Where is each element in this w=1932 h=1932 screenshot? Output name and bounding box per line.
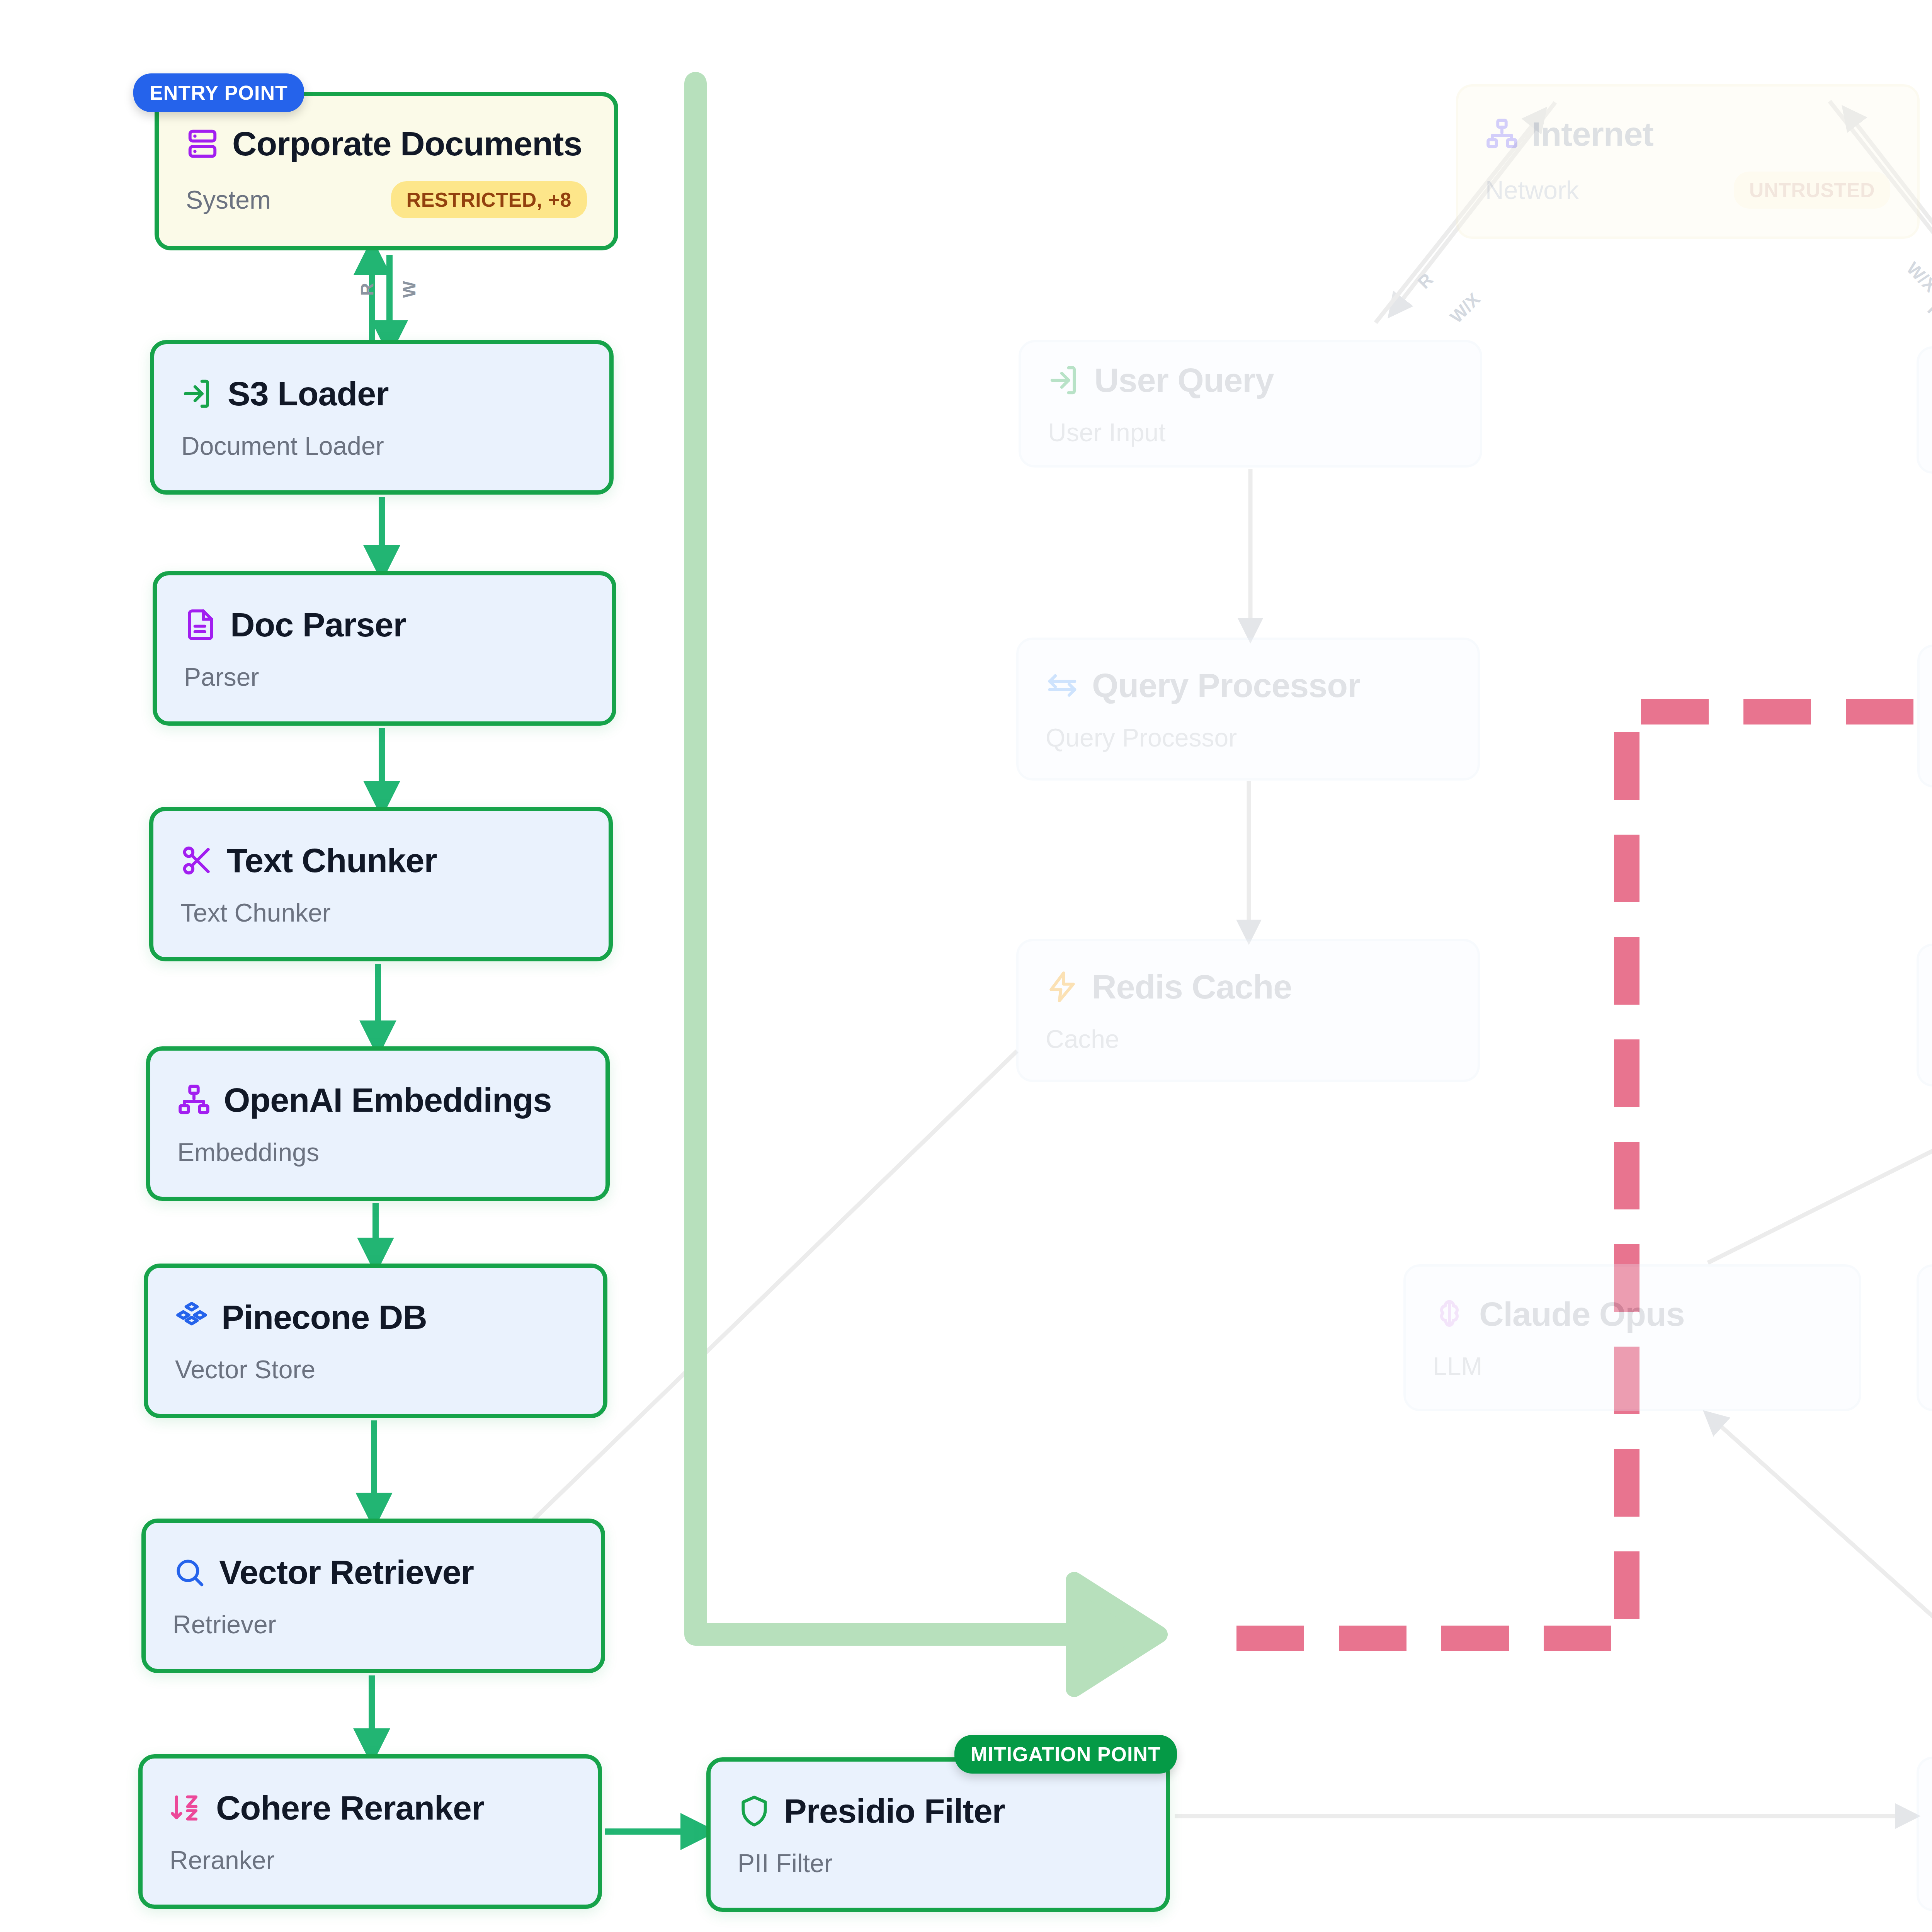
node-user-query[interactable]: User QueryUser Input	[1019, 340, 1482, 468]
node-compliance-logger[interactable]: Compliance LoggerAudit Logger	[1917, 645, 1932, 787]
node-corporate-documents[interactable]: Corporate DocumentsSystem RESTRICTED, +8	[155, 92, 618, 250]
node-header: Corporate Documents	[186, 124, 587, 163]
edge-label-net-right-r: R	[1923, 299, 1932, 323]
brain-icon	[1433, 1298, 1466, 1331]
edge-router-claude	[1712, 1418, 1932, 1754]
node-subtitle: Parser	[184, 662, 585, 692]
node-header: OpenAI Embeddings	[177, 1080, 578, 1120]
node-title: Pinecone DB	[221, 1298, 427, 1337]
node-internet[interactable]: InternetNetwork UNTRUSTED	[1456, 84, 1920, 239]
node-presidio-filter[interactable]: Presidio FilterPII Filter	[706, 1757, 1170, 1912]
flow-green-arrowhead	[1074, 1580, 1159, 1689]
node-subrow: System RESTRICTED, +8	[186, 181, 587, 218]
node-vector-retriever[interactable]: Vector RetrieverRetriever	[141, 1519, 605, 1673]
node-header: Vector Retriever	[173, 1553, 574, 1592]
scissors-icon	[180, 844, 214, 877]
node-subtitle: Retriever	[173, 1610, 574, 1639]
node-subrow: Network UNTRUSTED	[1485, 172, 1890, 209]
badge-mitigation-point: MITIGATION POINT	[954, 1735, 1177, 1774]
node-openai-embeddings[interactable]: OpenAI EmbeddingsEmbeddings	[146, 1046, 610, 1201]
network-icon	[1485, 117, 1519, 151]
database-icon	[186, 127, 219, 160]
node-subtitle: User Input	[1048, 418, 1453, 447]
log-in-icon	[181, 377, 214, 410]
node-header: Query Processor	[1046, 666, 1451, 705]
node-redis-cache[interactable]: Redis CacheCache	[1016, 939, 1480, 1082]
node-header: Presidio Filter	[738, 1791, 1139, 1831]
network-icon	[177, 1083, 211, 1117]
node-title: Text Chunker	[227, 841, 437, 880]
node-subtitle: Document Loader	[181, 431, 582, 461]
file-text-icon	[184, 608, 217, 641]
node-pinecone-db[interactable]: Pinecone DB Vector Store	[144, 1264, 607, 1418]
flow-highlight-green	[696, 83, 1078, 1634]
edge-label-net-right-wx: W/X	[1903, 258, 1932, 296]
shuffle-icon	[1046, 669, 1079, 702]
node-subtitle: PII Filter	[738, 1849, 1139, 1878]
node-output-validator[interactable]: Output ValidatorValidator	[1917, 944, 1932, 1087]
node-header: Internet	[1485, 114, 1890, 154]
boxes-icon	[175, 1301, 208, 1334]
flow-green-path	[696, 83, 1078, 1634]
zap-icon	[1046, 970, 1079, 1003]
node-subtitle: Text Chunker	[180, 898, 582, 927]
node-header: Claude Opus	[1433, 1294, 1832, 1334]
badge-entry-point: ENTRY POINT	[133, 73, 304, 112]
node-title: Presidio Filter	[784, 1791, 1005, 1831]
node-gpt-4[interactable]: GPT-4LLM	[1917, 1264, 1932, 1411]
edge-label-net-left-r: R	[1413, 269, 1437, 293]
node-title: Query Processor	[1092, 666, 1360, 705]
status-badge: RESTRICTED, +8	[391, 181, 587, 218]
node-header: User Query	[1048, 361, 1453, 400]
node-subtitle: Embeddings	[177, 1138, 578, 1167]
node-claude-opus[interactable]: Claude OpusLLM	[1403, 1264, 1861, 1411]
edge-label-net-left-wx: W/X	[1446, 289, 1485, 327]
node-header: Pinecone DB	[175, 1298, 576, 1337]
node-text-chunker[interactable]: Text ChunkerText Chunker	[149, 807, 613, 961]
node-header: Redis Cache	[1046, 967, 1451, 1007]
node-subtitle: LLM	[1433, 1352, 1832, 1381]
node-title: Vector Retriever	[219, 1553, 474, 1592]
threat-path-pink	[1236, 712, 1932, 1638]
node-header: S3 Loader	[181, 374, 582, 413]
node-title: OpenAI Embeddings	[224, 1080, 551, 1120]
node-rest-api-output[interactable]: Rest API OutputAPI Output	[1917, 346, 1932, 474]
node-title: S3 Loader	[228, 374, 388, 413]
status-badge: UNTRUSTED	[1734, 172, 1890, 209]
log-in-icon	[1048, 364, 1081, 397]
node-header: Cohere Reranker	[170, 1788, 571, 1828]
search-icon	[173, 1556, 206, 1589]
node-subtitle: Reranker	[170, 1845, 571, 1875]
node-llm-router[interactable]: LLM RouterRouter	[1917, 1757, 1932, 1911]
node-subtitle: Network	[1485, 175, 1579, 205]
edge-label-doc-read: R	[357, 283, 378, 296]
shield-icon	[738, 1794, 771, 1828]
node-header: Doc Parser	[184, 605, 585, 645]
edge-label-doc-write: W	[399, 281, 420, 298]
node-cohere-reranker[interactable]: Cohere RerankerReranker	[138, 1754, 602, 1909]
sort-az-icon	[170, 1791, 203, 1825]
node-title: Cohere Reranker	[216, 1788, 484, 1828]
node-doc-parser[interactable]: Doc ParserParser	[153, 571, 616, 726]
node-header: Text Chunker	[180, 841, 582, 880]
node-title: Corporate Documents	[232, 124, 582, 163]
node-subtitle: Query Processor	[1046, 723, 1451, 752]
node-subtitle: Cache	[1046, 1024, 1451, 1054]
node-s3-loader[interactable]: S3 LoaderDocument Loader	[150, 340, 614, 495]
node-title: Internet	[1532, 114, 1653, 154]
node-title: Doc Parser	[230, 605, 406, 645]
edge-claude-validator	[1708, 1094, 1932, 1263]
node-subtitle: System	[186, 185, 271, 214]
threat-path-line	[1236, 712, 1932, 1638]
node-title: Redis Cache	[1092, 967, 1292, 1007]
node-title: User Query	[1094, 361, 1274, 400]
node-title: Claude Opus	[1479, 1294, 1685, 1334]
node-query-processor[interactable]: Query ProcessorQuery Processor	[1016, 638, 1480, 781]
node-subtitle: Vector Store	[175, 1355, 576, 1384]
